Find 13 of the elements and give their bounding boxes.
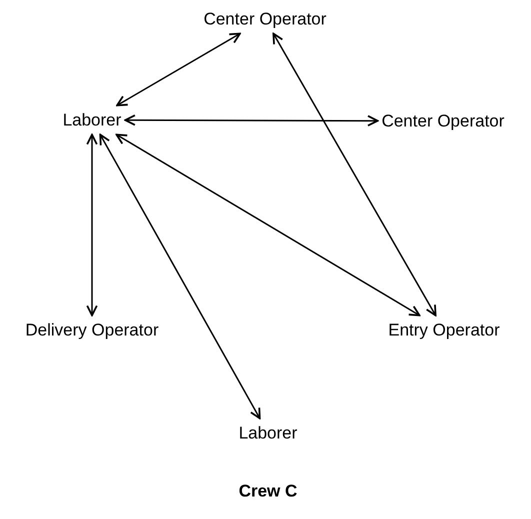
node-label: Center Operator bbox=[382, 110, 504, 132]
node-label: Entry Operator bbox=[388, 319, 500, 341]
node-label: Center Operator bbox=[204, 8, 326, 30]
arrow bbox=[116, 134, 420, 316]
arrow bbox=[99, 134, 261, 420]
arrow bbox=[86, 134, 98, 316]
node-label: Laborer bbox=[62, 109, 122, 131]
node-label: Laborer bbox=[238, 422, 298, 444]
node-label: Delivery Operator bbox=[25, 319, 159, 341]
caption: Crew C bbox=[238, 480, 298, 502]
arrow bbox=[124, 114, 378, 126]
arrow bbox=[272, 32, 436, 316]
arrow bbox=[116, 32, 241, 106]
